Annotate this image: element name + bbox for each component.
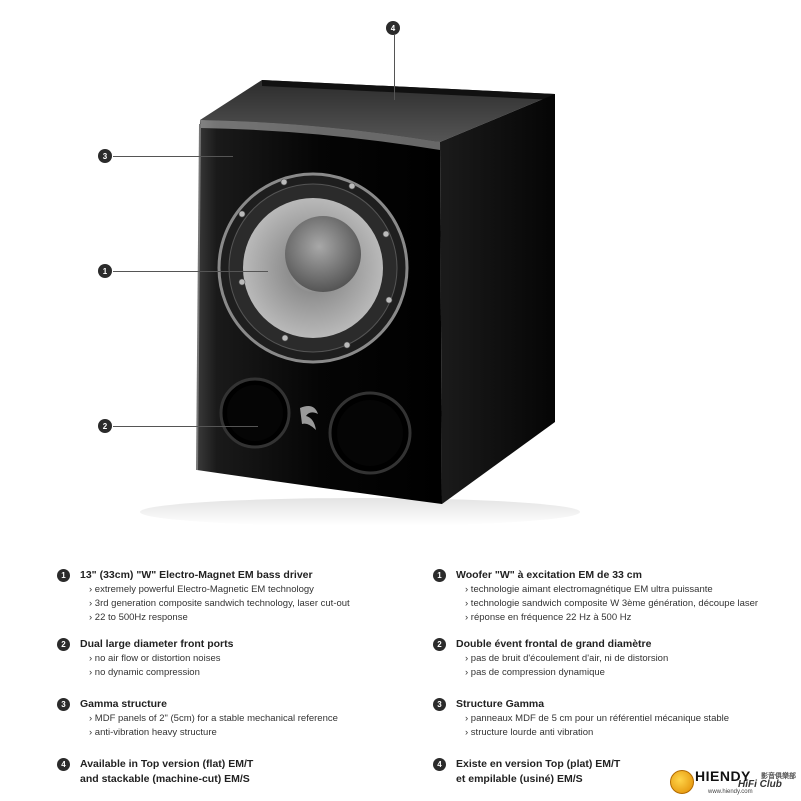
spec-title: Woofer "W" à excitation EM de 33 cm — [456, 569, 642, 581]
spec-number: 3 — [433, 698, 446, 711]
spec-number: 1 — [433, 569, 446, 582]
spec-line: › technologie sandwich composite W 3ème … — [465, 598, 759, 609]
spec-en-1: 1 13" (33cm) "W" Electro-Magnet EM bass … — [57, 568, 407, 625]
spec-line: › pas de bruit d'écoulement d'air, ni de… — [465, 653, 669, 664]
spec-title: Dual large diameter front ports — [80, 638, 234, 650]
spec-number: 3 — [57, 698, 70, 711]
spec-title: 13" (33cm) "W" Electro-Magnet EM bass dr… — [80, 569, 313, 581]
logo-cjk: 影音俱樂部 — [761, 772, 796, 780]
spec-en-4: 4 Available in Top version (flat) EM/T a… — [57, 757, 407, 787]
hiendy-logo-icon — [670, 770, 694, 794]
spec-line: › technologie aimant electromagnétique E… — [465, 584, 713, 595]
spec-number: 2 — [57, 638, 70, 651]
spec-line: › anti-vibration heavy structure — [89, 727, 217, 738]
spec-fr-4: 4 Existe en version Top (plat) EM/T et e… — [433, 757, 783, 787]
spec-number: 4 — [433, 758, 446, 771]
logo-club: HiFi Club — [738, 779, 782, 790]
spec-title: Existe en version Top (plat) EM/T — [456, 758, 621, 770]
spec-line: › no dynamic compression — [89, 667, 200, 678]
spec-line: › réponse en fréquence 22 Hz à 500 Hz — [465, 612, 632, 623]
spec-number: 2 — [433, 638, 446, 651]
spec-number: 4 — [57, 758, 70, 771]
spec-title: Double évent frontal de grand diamètre — [456, 638, 652, 650]
spec-fr-1: 1 Woofer "W" à excitation EM de 33 cm › … — [433, 568, 783, 625]
cabinet-side — [440, 94, 555, 504]
callout-badge-4: 4 — [386, 21, 400, 35]
spec-title-line2: et empilable (usiné) EM/S — [456, 773, 583, 785]
spec-line: › structure lourde anti vibration — [465, 727, 594, 738]
spec-number: 1 — [57, 569, 70, 582]
callout-badge-3: 3 — [98, 149, 112, 163]
spec-line: › MDF panels of 2" (5cm) for a stable me… — [89, 713, 338, 724]
hiendy-logo: HIENDY 影音俱樂部 HiFi Club www.hiendy.com — [670, 768, 798, 796]
leader-line-top — [394, 35, 395, 100]
leader-line-ports — [113, 426, 258, 427]
spec-en-2: 2 Dual large diameter front ports › no a… — [57, 637, 407, 680]
spec-title: Available in Top version (flat) EM/T — [80, 758, 254, 770]
spec-line: › 3rd generation composite sandwich tech… — [89, 598, 350, 609]
driver-dustcap — [285, 216, 361, 292]
spec-line: › 22 to 500Hz response — [89, 612, 188, 623]
brand-emblem — [300, 406, 318, 430]
spec-line: › extremely powerful Electro-Magnetic EM… — [89, 584, 314, 595]
spec-line: › no air flow or distortion noises — [89, 653, 221, 664]
spec-en-3: 3 Gamma structure › MDF panels of 2" (5c… — [57, 697, 407, 740]
spec-fr-2: 2 Double évent frontal de grand diamètre… — [433, 637, 783, 680]
logo-name: HIENDY — [695, 768, 751, 784]
spec-title: Structure Gamma — [456, 698, 545, 710]
spec-fr-3: 3 Structure Gamma › panneaux MDF de 5 cm… — [433, 697, 783, 740]
logo-url: www.hiendy.com — [708, 789, 753, 795]
spec-line: › pas de compression dynamique — [465, 667, 605, 678]
leader-line-driver — [113, 271, 268, 272]
spec-title: Gamma structure — [80, 698, 167, 710]
callout-badge-1: 1 — [98, 264, 112, 278]
leader-line-structure — [113, 156, 233, 157]
spec-line: › panneaux MDF de 5 cm pour un référenti… — [465, 713, 730, 724]
callout-badge-2: 2 — [98, 419, 112, 433]
spec-title-line2: and stackable (machine-cut) EM/S — [80, 773, 250, 785]
